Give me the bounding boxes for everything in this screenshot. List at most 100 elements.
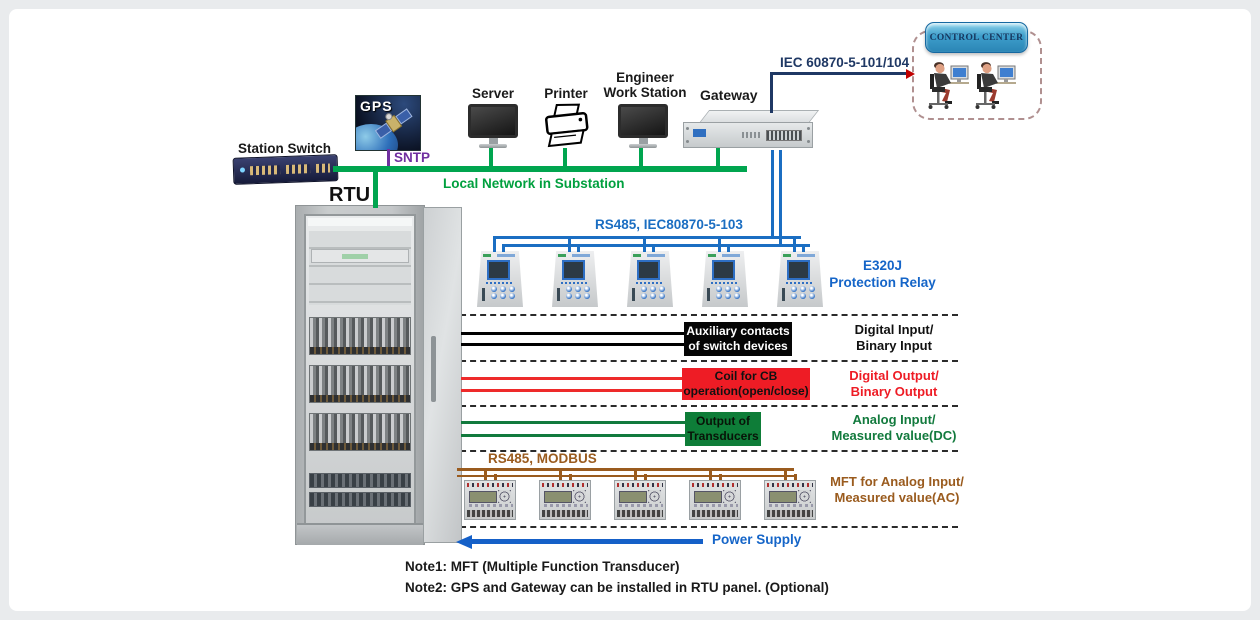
relay-bus-line (493, 236, 801, 239)
relay-logo (483, 254, 517, 258)
mft-buttons (498, 490, 511, 503)
operator-icon (926, 57, 972, 111)
monitor-stand (488, 138, 498, 144)
mft-drop (709, 468, 712, 480)
mft-drop (634, 468, 637, 480)
digital-input-label: Digital Input/ Binary Input (854, 322, 934, 353)
switch-ports (249, 165, 281, 176)
relay-drop (793, 236, 796, 252)
gateway-vent (742, 132, 760, 138)
mft-label: MFT for Analog Input/ Measured value(AC) (830, 474, 964, 505)
mft-terminals (617, 510, 663, 517)
note2: Note2: GPS and Gateway can be installed … (405, 580, 829, 595)
digital-output-wire (461, 389, 683, 392)
cabinet-card-rack (309, 413, 411, 451)
cabinet-light-strip (308, 218, 412, 226)
relay-logo (558, 254, 592, 258)
relay-screen (712, 260, 735, 280)
relay-drop (643, 236, 646, 252)
relay-logo (633, 254, 667, 258)
mft-buttons (648, 490, 661, 503)
mft-device (464, 480, 516, 520)
mft-display (694, 491, 722, 503)
protection-relay (702, 251, 748, 307)
gps-label: GPS (360, 98, 393, 114)
iec-link-arrowhead (906, 68, 915, 79)
mft-drop (559, 468, 562, 480)
protection-relay (627, 251, 673, 307)
relay-drop (727, 244, 730, 252)
cabinet-card-rack (309, 317, 411, 355)
cabinet-door (423, 207, 462, 543)
switch-ports (315, 163, 331, 173)
relay-screen (787, 260, 810, 280)
gateway-logo (693, 129, 706, 137)
server-monitor (468, 104, 518, 148)
local-network-bus (333, 166, 747, 172)
cabinet-plinth (297, 523, 423, 545)
section-divider (450, 314, 958, 316)
iec-link-label: IEC 60870-5-101/104 (780, 55, 910, 70)
mft-device (614, 480, 666, 520)
printer-label: Printer (544, 86, 588, 101)
mft-device (764, 480, 816, 520)
sntp-link-line (387, 149, 390, 167)
relay-logo (783, 254, 817, 258)
relay-buttons (791, 286, 817, 299)
protection-relay (477, 251, 523, 307)
relay-screen (637, 260, 660, 280)
mft-drop (494, 474, 497, 480)
control-center-title: CONTROL CENTER (929, 32, 1024, 43)
power-supply-line (470, 539, 703, 544)
gateway-label: Gateway (700, 87, 758, 103)
relay-drop (577, 244, 580, 252)
monitor-stand (638, 138, 648, 144)
server-label: Server (471, 86, 515, 101)
rtu-label: RTU (329, 184, 371, 206)
modbus-bus-line (457, 468, 794, 471)
protection-relay-name: E320J Protection Relay (829, 258, 936, 290)
cabinet-door-handle (431, 336, 436, 402)
relay-buttons (716, 286, 742, 299)
power-supply-arrowhead (456, 534, 472, 549)
monitor-screen (618, 104, 668, 138)
analog-input-wire (461, 434, 686, 437)
mft-terminals (692, 510, 738, 517)
mft-drop (794, 474, 797, 480)
relay-bus-line (502, 244, 810, 247)
iec-link-line-h (770, 72, 908, 75)
cb-coil-box: Coil for CB operation(open/close) (682, 368, 810, 400)
cabinet-terminal-row (309, 473, 411, 488)
relay-buttons (641, 286, 667, 299)
analog-input-label: Analog Input/ Measured value(DC) (831, 412, 957, 443)
gps-device: GPS (355, 95, 421, 151)
control-center-badge: CONTROL CENTER (925, 22, 1028, 53)
section-divider (450, 405, 958, 407)
monitor-base (629, 144, 657, 148)
network-drop (563, 148, 567, 167)
local-network-label: Local Network in Substation (443, 176, 625, 191)
mft-buttons (723, 490, 736, 503)
engineer-workstation-label: Engineer Work Station (603, 70, 687, 100)
digital-input-wire (461, 332, 685, 335)
network-drop (716, 148, 720, 167)
note1: Note1: MFT (Multiple Function Transducer… (405, 559, 680, 574)
cabinet-blank-panels (309, 231, 411, 305)
relay-buttons (491, 286, 517, 299)
switch-led (239, 167, 246, 173)
gateway-relay-link (771, 150, 774, 238)
rtu-network-drop (373, 172, 378, 208)
modbus-bus-label: RS485, MODBUS (488, 451, 597, 466)
gateway-ports (766, 130, 802, 141)
gateway-front-face (683, 122, 813, 148)
switch-ports (285, 164, 311, 174)
satellite-icon (370, 104, 418, 144)
digital-output-wire (461, 377, 683, 380)
relay-screen (487, 260, 510, 280)
cabinet-card-rack (309, 365, 411, 403)
monitor-base (479, 144, 507, 148)
protection-relay (777, 251, 823, 307)
iec-link-line-v (770, 72, 773, 113)
relay-screen (562, 260, 585, 280)
